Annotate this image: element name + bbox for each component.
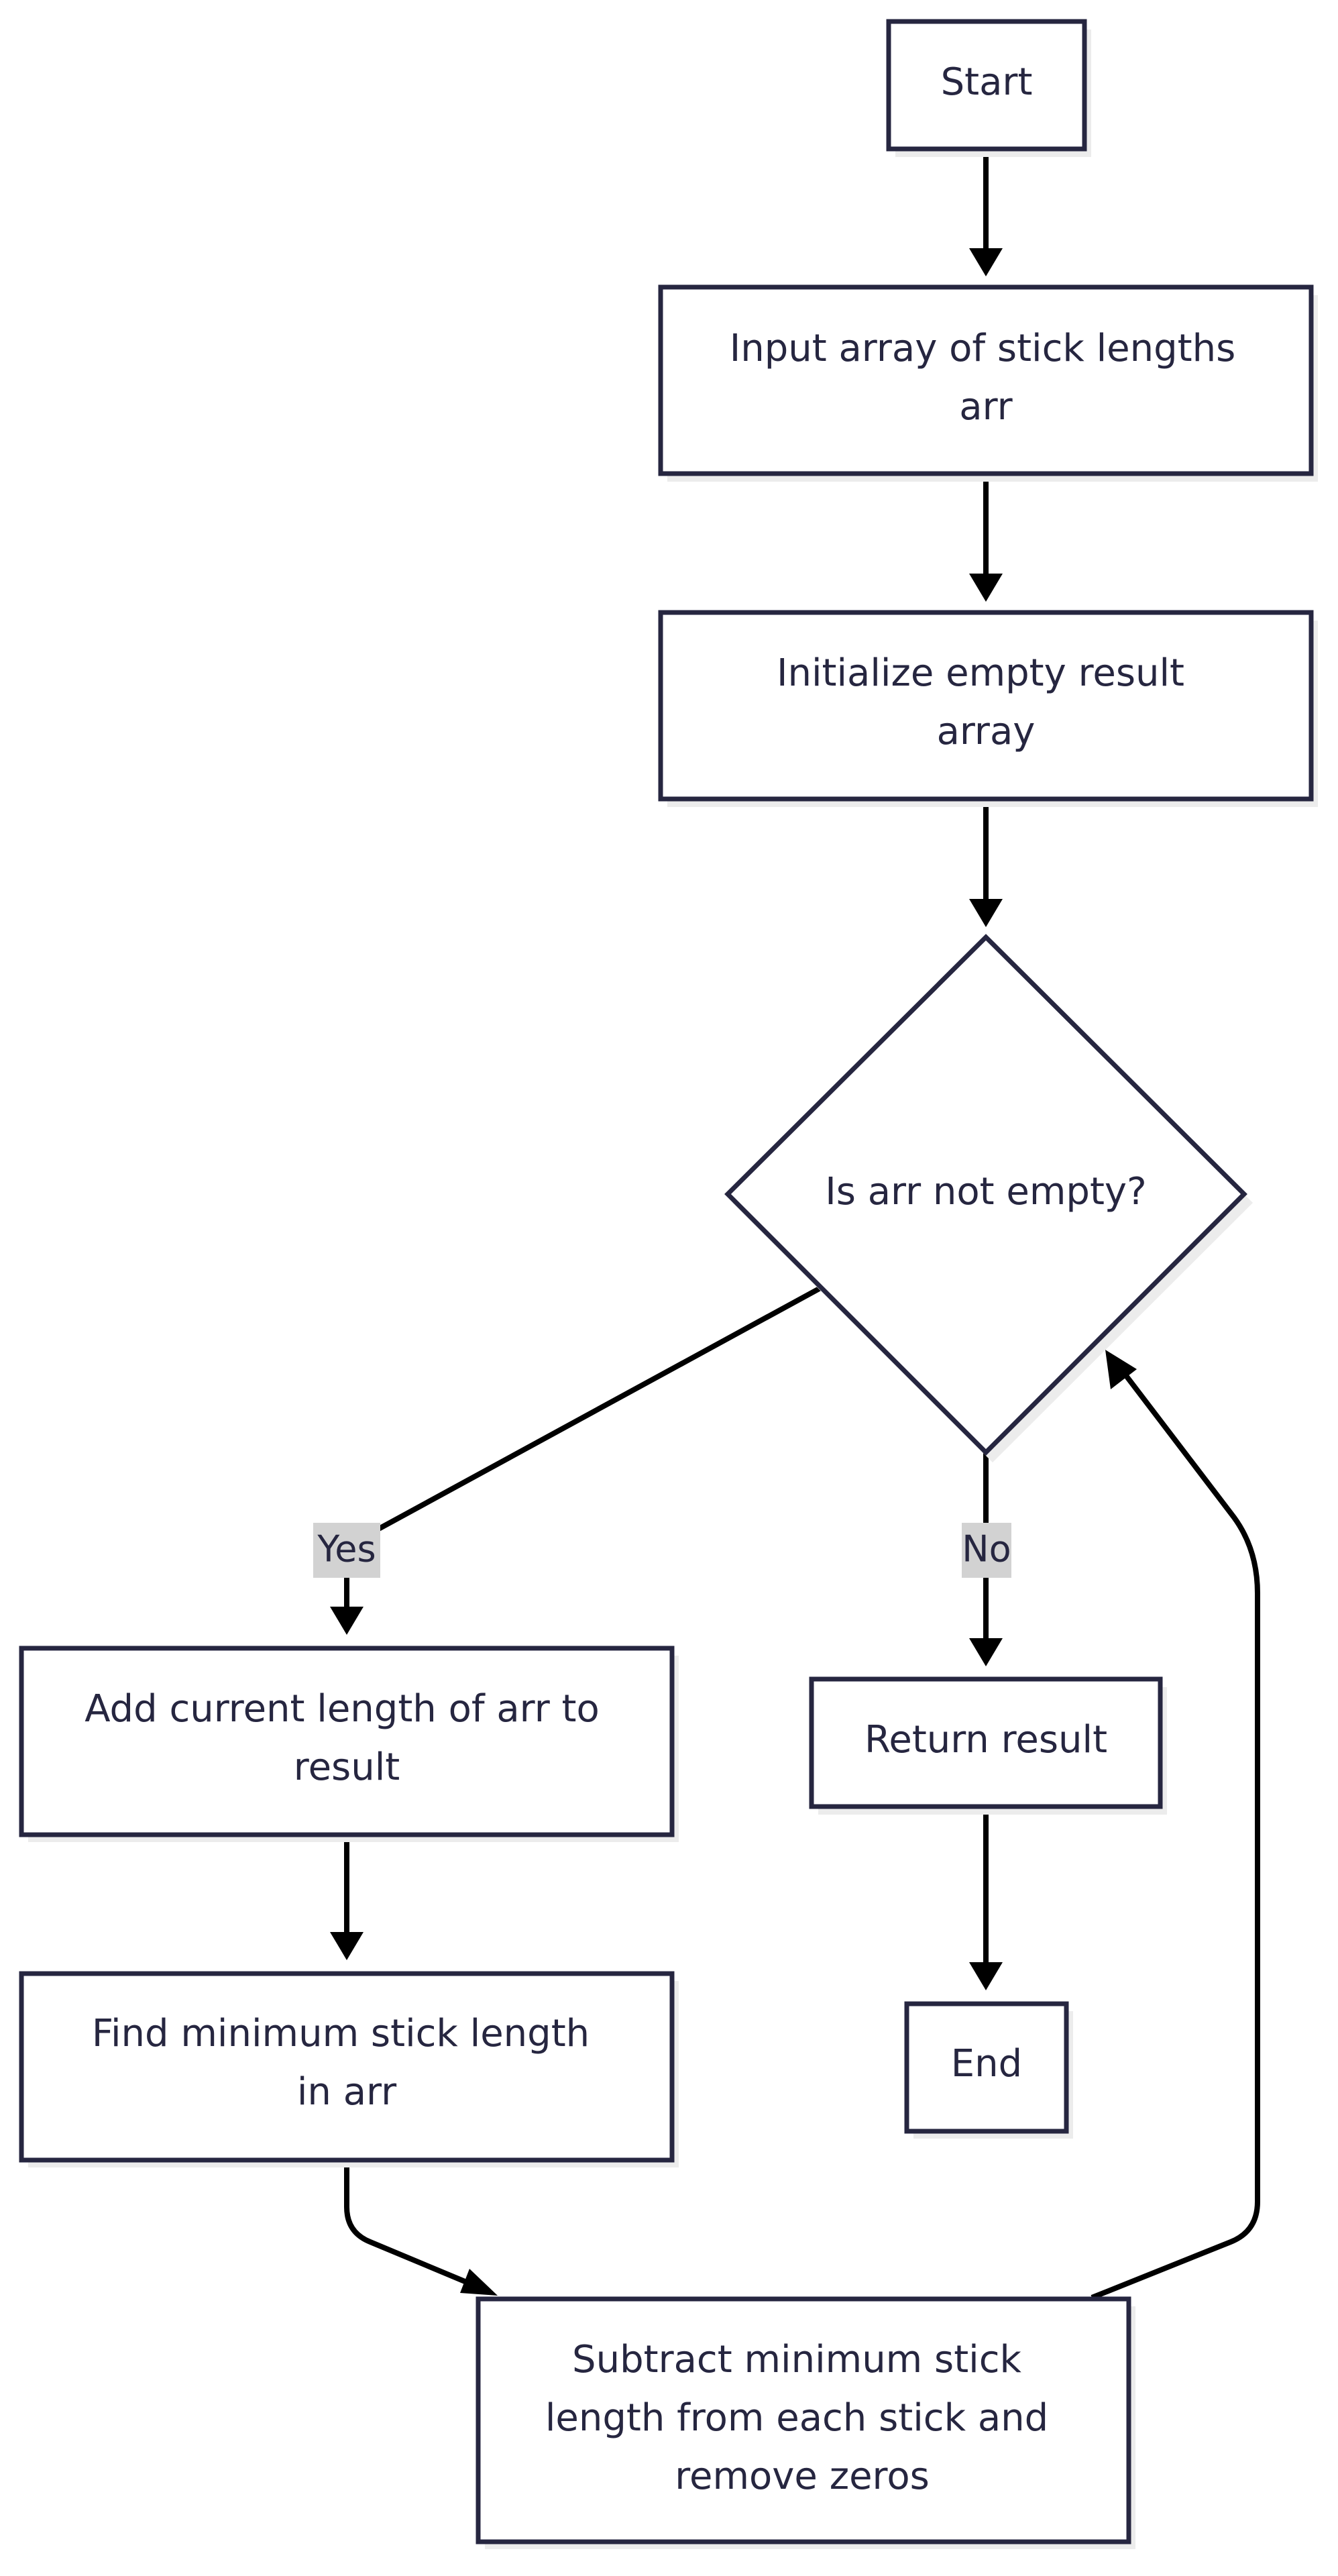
edge-decision-add: [344, 1284, 824, 1607]
node-subtract-minimum-line3: remove zeros: [675, 2455, 930, 2498]
node-return-result-label: Return result: [865, 1718, 1107, 1762]
node-find-minimum-line1: Find minimum stick length: [92, 2012, 590, 2055]
node-decision-arr-not-empty[interactable]: Is arr not empty?: [724, 934, 1253, 1462]
node-subtract-minimum-line2: length from each stick and: [545, 2396, 1048, 2440]
edge-label-yes-text: Yes: [317, 1528, 376, 1570]
node-end[interactable]: End: [904, 2001, 1073, 2139]
edge-subtract-decision: [1091, 1375, 1260, 2300]
edge-findmin-subtract: [344, 2160, 478, 2289]
node-input-array-line2: arr: [959, 385, 1013, 429]
arrowhead-findmin-subtract: [460, 2269, 498, 2296]
arrowhead-decision-add: [330, 1607, 364, 1635]
node-subtract-minimum-line1: Subtract minimum stick: [572, 2338, 1021, 2381]
edge-label-yes: Yes: [313, 1523, 380, 1578]
arrowhead-subtract-decision: [1105, 1350, 1137, 1389]
node-find-minimum-line2: in arr: [297, 2070, 397, 2114]
node-return-result[interactable]: Return result: [809, 1676, 1167, 1815]
edge-label-no-text: No: [962, 1528, 1011, 1570]
node-initialize-result-line1: Initialize empty result: [777, 651, 1184, 695]
node-input-array[interactable]: Input array of stick lengths arr: [658, 284, 1318, 482]
node-add-current-length-line1: Add current length of arr to: [85, 1687, 600, 1731]
node-initialize-result-line2: array: [937, 710, 1036, 753]
node-end-label: End: [951, 2042, 1022, 2086]
node-input-array-line1: Input array of stick lengths: [730, 327, 1236, 370]
node-decision-label: Is arr not empty?: [825, 1170, 1147, 1214]
edge-label-no: No: [962, 1523, 1011, 1578]
edges: [330, 149, 1260, 2300]
node-subtract-minimum[interactable]: Subtract minimum stick length from each …: [476, 2296, 1135, 2549]
arrowhead-return-end: [969, 1962, 1003, 1990]
arrowhead-start-input: [969, 248, 1003, 276]
node-add-current-length-line2: result: [294, 1746, 400, 1789]
arrowhead-init-decision: [969, 899, 1003, 927]
node-initialize-result[interactable]: Initialize empty result array: [658, 610, 1318, 807]
node-find-minimum[interactable]: Find minimum stick length in arr: [19, 1971, 679, 2167]
node-add-current-length[interactable]: Add current length of arr to result: [19, 1646, 679, 1842]
arrowhead-add-findmin: [330, 1932, 364, 1960]
arrowhead-decision-return: [969, 1638, 1003, 1666]
arrowhead-input-init: [969, 574, 1003, 602]
node-start-label: Start: [941, 60, 1033, 104]
node-start[interactable]: Start: [886, 19, 1091, 157]
